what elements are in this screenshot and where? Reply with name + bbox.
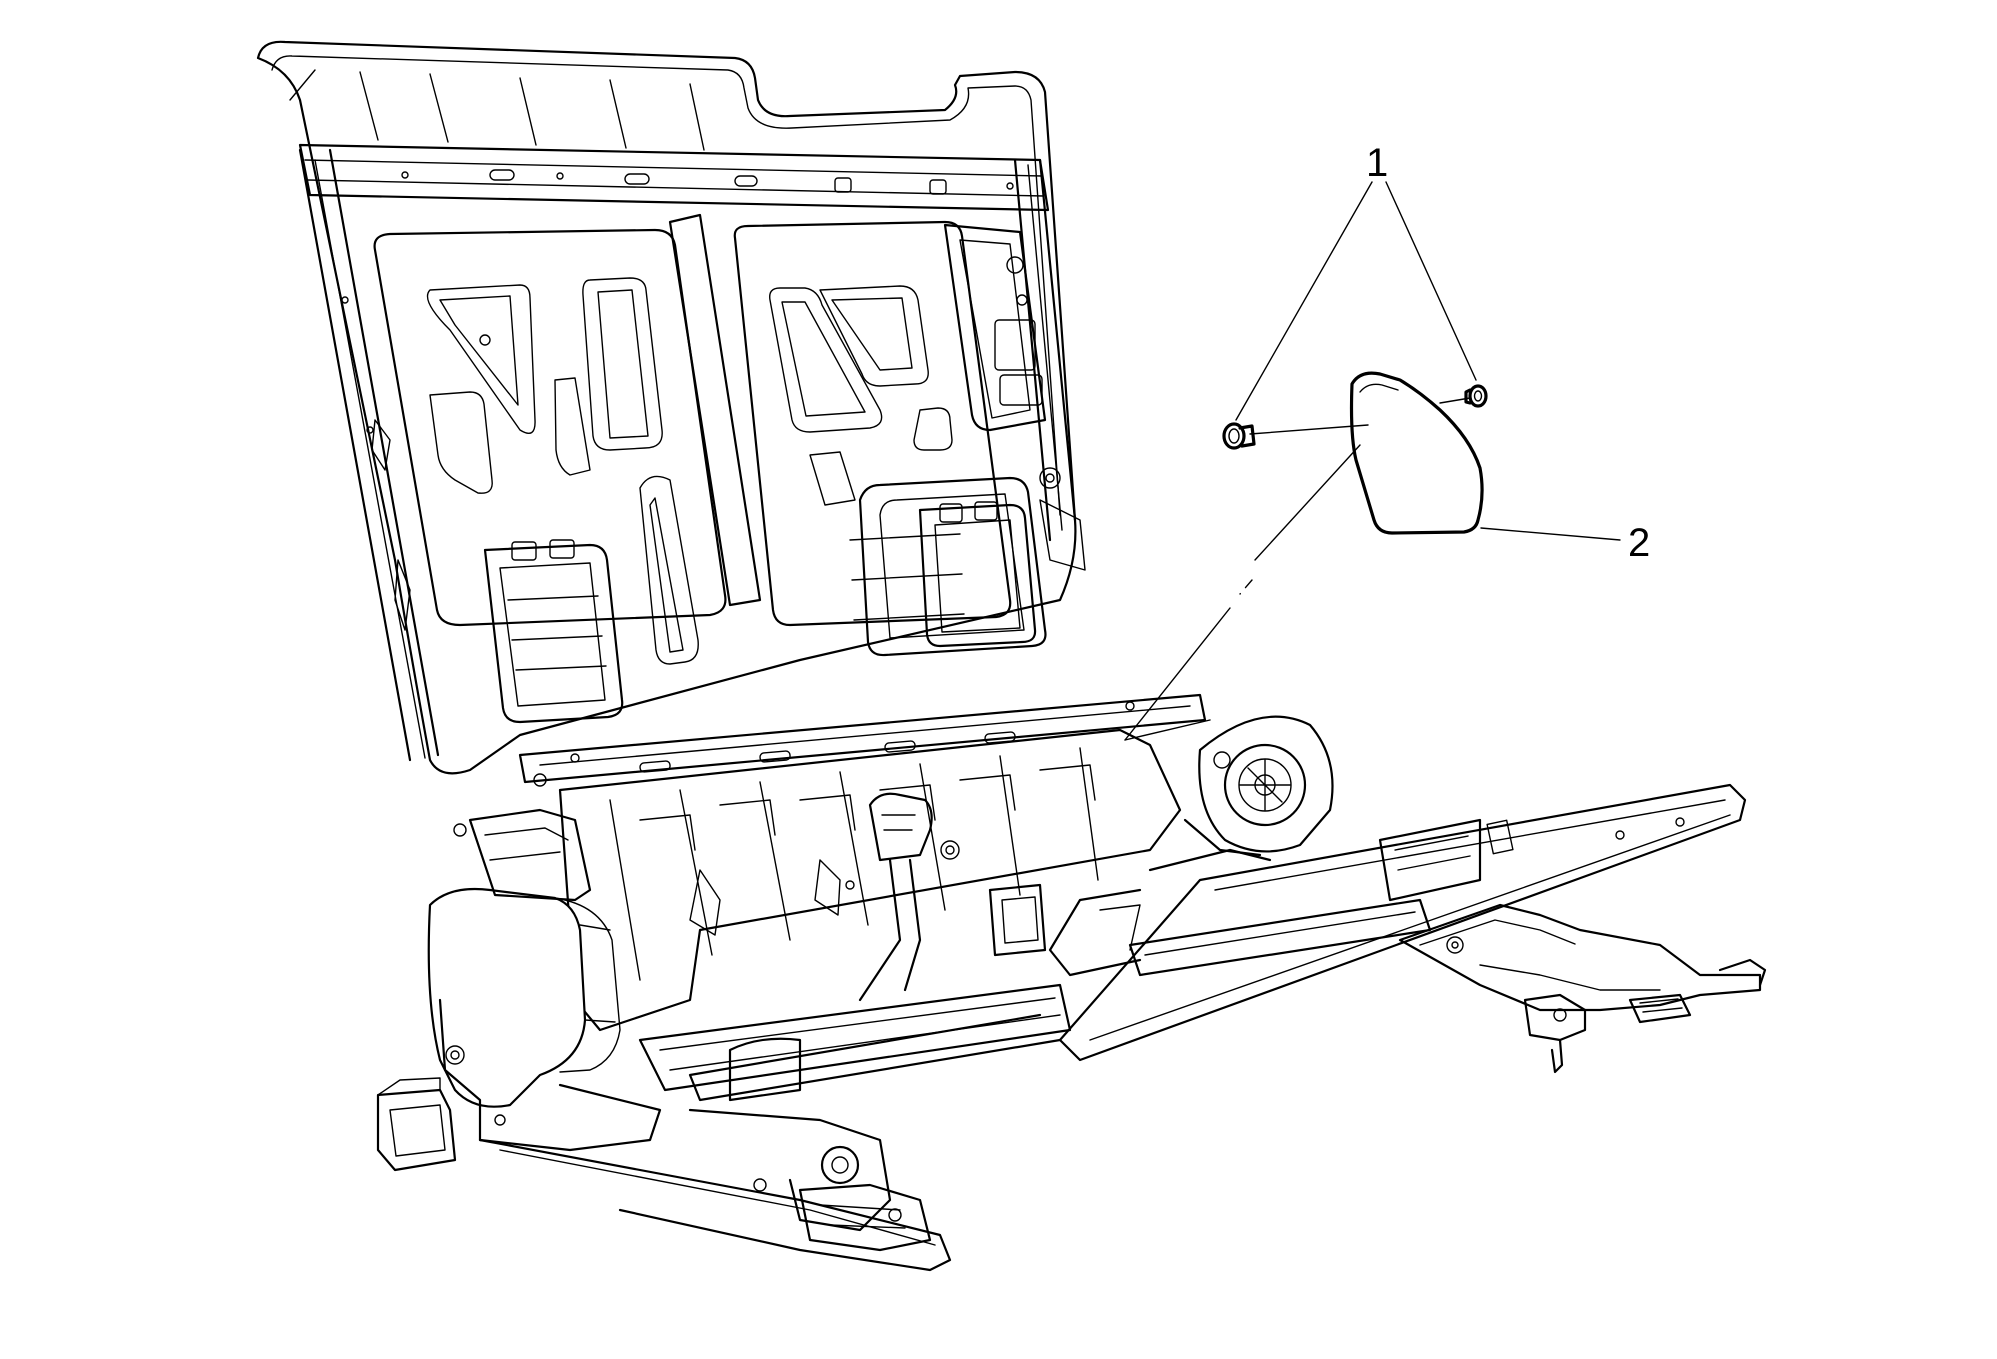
leader-line-1-left bbox=[1235, 181, 1373, 421]
callout-label-2: 2 bbox=[1628, 521, 1650, 565]
leader-line-2 bbox=[1480, 527, 1621, 541]
callouts: 1 2 bbox=[1235, 141, 1650, 565]
bolt-left bbox=[1222, 422, 1256, 450]
seat-cushion-frame bbox=[376, 715, 1767, 1272]
trim-cover-panel bbox=[1349, 371, 1484, 535]
seatback-frame bbox=[256, 40, 1207, 784]
exploded-parts bbox=[1124, 371, 1488, 741]
bolt-right bbox=[1464, 384, 1488, 408]
callout-label-1: 1 bbox=[1366, 141, 1388, 185]
leader-line-1-right bbox=[1385, 181, 1477, 381]
